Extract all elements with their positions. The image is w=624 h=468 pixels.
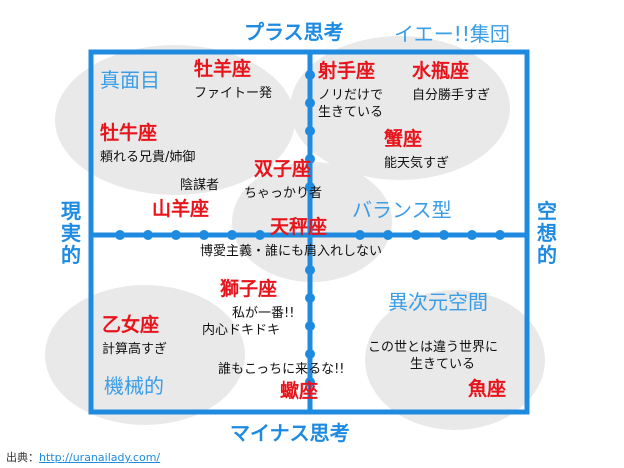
axis-dot	[227, 230, 237, 240]
group-label-top-left: 真面目	[100, 68, 160, 92]
sign-aries: 牡羊座	[194, 58, 252, 80]
sign-leo-desc-2: 内心ドキドキ	[202, 323, 281, 338]
cloud-bottom-right	[365, 290, 545, 430]
sign-aquarius: 水瓶座	[412, 60, 470, 82]
sign-virgo: 乙女座	[102, 314, 160, 336]
sign-capricorn-desc: 陰謀者	[180, 178, 220, 193]
axis-dot	[467, 230, 477, 240]
sign-leo: 獅子座	[220, 278, 278, 300]
cloud-top-left	[55, 45, 295, 195]
source-link[interactable]: http://uranailady.com/	[39, 451, 161, 464]
axis-dot	[355, 230, 365, 240]
axis-dot	[115, 230, 125, 240]
sign-sagittarius-desc-2: 生きている	[318, 105, 384, 120]
sign-leo-desc-1: 私が一番!!	[232, 306, 295, 321]
axis-dot	[143, 230, 153, 240]
group-label-top-right: イエー!!集団	[394, 22, 510, 46]
sign-taurus-desc: 頼れる兄貴/姉御	[100, 150, 196, 165]
axis-dot	[439, 230, 449, 240]
axis-bottom-label: マイナス思考	[230, 421, 350, 445]
source-label: 出典：	[6, 451, 39, 464]
axis-left-label: 現実的	[61, 199, 81, 267]
axis-dot	[305, 321, 315, 331]
sign-capricorn: 山羊座	[152, 198, 210, 220]
sign-pisces-desc-2: 生きている	[410, 357, 476, 372]
axis-dot	[305, 293, 315, 303]
sign-libra: 天秤座	[270, 216, 328, 238]
sign-aquarius-desc: 自分勝手すぎ	[412, 88, 491, 103]
group-label-center: バランス型	[352, 198, 452, 222]
sign-virgo-desc: 計算高すぎ	[102, 342, 168, 357]
group-label-bottom-left: 機械的	[104, 374, 164, 398]
group-label-bottom-right: 異次元空間	[388, 290, 488, 314]
axis-dot	[255, 230, 265, 240]
sign-gemini-desc: ちゃっかり者	[244, 186, 323, 201]
axis-dot	[305, 377, 315, 387]
sign-aries-desc: ファイトー発	[194, 86, 273, 101]
axis-dot	[411, 230, 421, 240]
axis-dot	[305, 154, 315, 164]
source-credit: 出典：http://uranailady.com/	[6, 452, 160, 463]
sign-cancer: 蟹座	[384, 128, 423, 150]
sign-sagittarius: 射手座	[318, 60, 376, 82]
sign-libra-desc: 博愛主義・誰にも肩入れしない	[200, 244, 383, 259]
cloud-bottom-left	[45, 285, 245, 425]
axis-dot	[305, 349, 315, 359]
sign-pisces: 魚座	[468, 378, 507, 400]
sign-scorpio: 蠍座	[280, 380, 319, 402]
axis-dot	[495, 230, 505, 240]
axis-right-label: 空想的	[537, 199, 557, 267]
cloud-top-right	[290, 36, 510, 180]
sign-gemini: 双子座	[254, 158, 312, 180]
axis-dot	[383, 230, 393, 240]
axis-dot	[305, 265, 315, 275]
sign-cancer-desc: 能天気すぎ	[384, 156, 450, 171]
axis-dot	[305, 126, 315, 136]
axis-dot	[305, 182, 315, 192]
sign-scorpio-desc: 誰もこっちに来るな!!	[218, 362, 345, 377]
axis-dot	[305, 70, 315, 80]
axis-dot	[199, 230, 209, 240]
axis-dot	[171, 230, 181, 240]
axis-dot	[305, 98, 315, 108]
sign-sagittarius-desc-1: ノリだけで	[318, 88, 384, 103]
sign-taurus: 牡牛座	[100, 122, 158, 144]
axis-top-label: プラス思考	[244, 20, 344, 44]
sign-pisces-desc-1: この世とは違う世界に	[368, 340, 499, 355]
